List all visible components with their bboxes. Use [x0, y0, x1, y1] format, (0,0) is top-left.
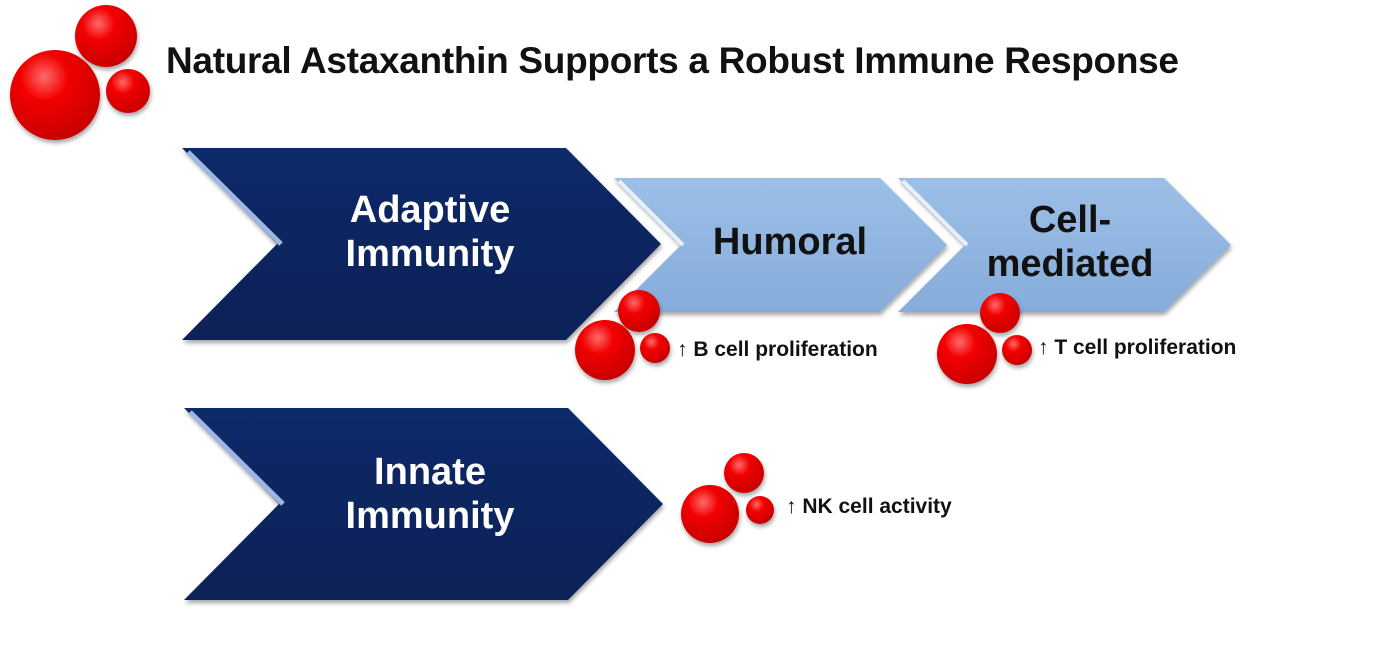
nk-cell-effect: ↑ NK cell activity: [786, 495, 952, 518]
astaxanthin-logo-icon: [10, 5, 150, 140]
innate-line2: Immunity: [345, 495, 515, 538]
diagram-title: Natural Astaxanthin Supports a Robust Im…: [166, 40, 1179, 81]
cell-mediated-line2: mediated: [986, 243, 1154, 286]
cell-mediated-label: Cell- mediated: [960, 198, 1180, 287]
sphere-cluster-nk-cell-icon: [681, 453, 774, 543]
innate-line1: Innate: [374, 451, 486, 493]
adaptive-immunity-label: Adaptive Immunity: [300, 188, 560, 277]
humoral-line1: Humoral: [712, 221, 868, 263]
sphere-cluster-b-cell-icon: [575, 290, 670, 380]
chevron-humoral: [614, 178, 947, 312]
cell-mediated-line1: Cell-: [1028, 199, 1112, 241]
t-cell-effect: ↑ T cell proliferation: [1038, 336, 1237, 359]
adaptive-line1: Adaptive: [349, 189, 511, 231]
chevron-innate-immunity: [184, 408, 663, 600]
sphere-cluster-t-cell-icon: [937, 293, 1032, 384]
chevron-cell-mediated: [898, 178, 1231, 312]
adaptive-line2: Immunity: [345, 233, 515, 276]
humoral-label: Humoral: [680, 220, 900, 264]
chevron-adaptive-immunity: [182, 148, 661, 340]
innate-immunity-label: Innate Immunity: [300, 450, 560, 539]
b-cell-effect: ↑ B cell proliferation: [677, 338, 878, 361]
